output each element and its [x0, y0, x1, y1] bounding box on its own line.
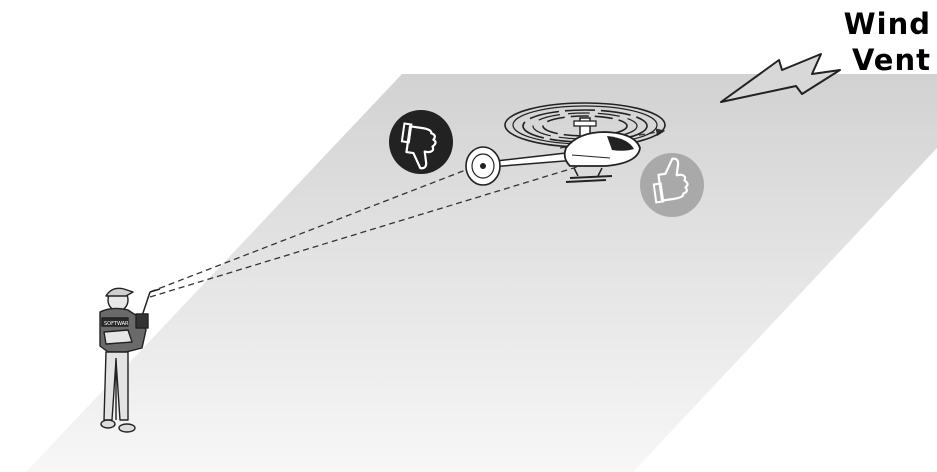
- flying-field: [26, 74, 937, 472]
- thumbs-down-icon: [389, 110, 453, 174]
- svg-text:SOFTWAR: SOFTWAR: [104, 321, 129, 327]
- wind-label-line1: Wind: [844, 6, 931, 42]
- thumbs-up-icon: [640, 153, 704, 217]
- wind-label: Wind Vent: [844, 6, 931, 78]
- wind-label-line2: Vent: [844, 42, 931, 78]
